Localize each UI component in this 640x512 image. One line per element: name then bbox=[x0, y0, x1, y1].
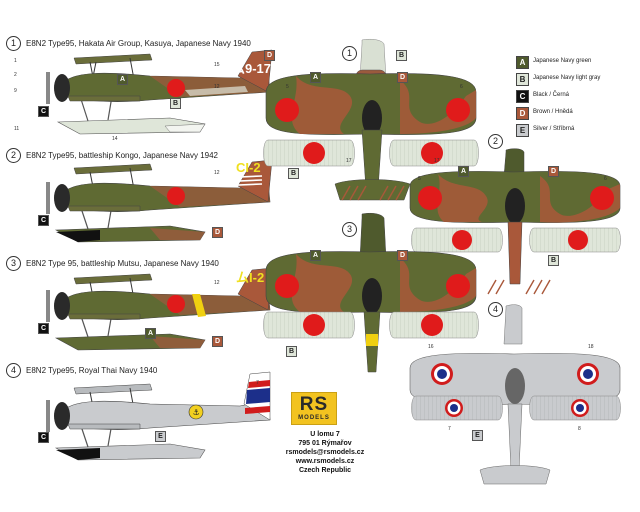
callout-tag: D bbox=[397, 72, 408, 83]
address-line: 795 01 Rýmařov bbox=[298, 440, 352, 447]
decal-number: 8 bbox=[578, 426, 581, 432]
legend-swatch: B bbox=[516, 73, 529, 86]
callout-tag: A bbox=[310, 72, 321, 83]
plan-view-1-lower-wings bbox=[263, 139, 479, 167]
decal-number: 17 bbox=[434, 158, 440, 164]
callout-tag: C bbox=[38, 323, 49, 334]
variant-3-title: E8N2 Type 95, battleship Mutsu, Japanese… bbox=[26, 259, 219, 268]
side-view-3: ムI-2 bbox=[46, 267, 273, 351]
decal-number: 5 bbox=[286, 84, 289, 90]
legend-label: Brown / Hnědá bbox=[533, 109, 573, 115]
callout-tag: A bbox=[145, 328, 156, 339]
decal-number: 9 bbox=[14, 88, 17, 94]
plan-view-4-number: 4 bbox=[488, 302, 503, 317]
decal-number: 15 bbox=[214, 62, 220, 68]
decal-number: 5 bbox=[418, 176, 421, 182]
address-line: Czech Republic bbox=[298, 467, 352, 474]
legend-label: Japanese Navy light gray bbox=[533, 75, 601, 81]
variant-3-number: 3 bbox=[6, 256, 21, 271]
callout-tag: B bbox=[288, 168, 299, 179]
decal-number: 7 bbox=[256, 380, 259, 386]
variant-4-number: 4 bbox=[6, 363, 21, 378]
legend-swatch: A bbox=[516, 56, 529, 69]
callout-tag: D bbox=[264, 50, 275, 61]
decal-number: 14 bbox=[112, 136, 118, 142]
variant-2-number: 2 bbox=[6, 148, 21, 163]
logo-subtext: MODELS bbox=[298, 415, 330, 421]
callout-tag: D bbox=[212, 336, 223, 347]
decal-number: 1 bbox=[14, 58, 17, 64]
legend-label: Silver / Stříbrná bbox=[533, 126, 575, 132]
decal-number: 12 bbox=[214, 280, 220, 286]
decal-number: 6 bbox=[604, 176, 607, 182]
callout-tag: D bbox=[212, 227, 223, 238]
variant-4-title: E8N2 Type95, Royal Thai Navy 1940 bbox=[26, 366, 158, 375]
decal-number: 11 bbox=[14, 126, 20, 132]
legend-label: Japanese Navy green bbox=[533, 58, 592, 64]
plan-view-2-number: 2 bbox=[488, 134, 503, 149]
fuselage-code-2: CI-2 bbox=[236, 160, 261, 175]
callout-tag: B bbox=[286, 346, 297, 357]
legend-label: Black / Černá bbox=[533, 92, 570, 98]
rs-models-logo: RS MODELS bbox=[291, 392, 337, 425]
decal-number: 12 bbox=[214, 170, 220, 176]
callout-tag: C bbox=[38, 432, 49, 443]
logo-text: RS bbox=[299, 394, 329, 415]
callout-tag: E bbox=[472, 430, 483, 441]
company-address: U lomu 7 795 01 Rýmařov rsmodels@rsmodel… bbox=[270, 430, 380, 475]
plan-view-4 bbox=[409, 304, 621, 485]
legend-swatch: E bbox=[516, 124, 529, 137]
callout-tag: A bbox=[117, 74, 128, 85]
side-view-1: ム9-17 bbox=[46, 49, 273, 135]
callout-tag: C bbox=[38, 215, 49, 226]
email-link[interactable]: rsmodels@rsmodels.cz bbox=[285, 449, 365, 456]
side-view-4: ⚓ bbox=[46, 371, 271, 461]
fuselage-code-3: ムI-2 bbox=[236, 270, 264, 285]
callout-tag: E bbox=[155, 431, 166, 442]
legend-swatch: D bbox=[516, 107, 529, 120]
plan-view-2 bbox=[409, 148, 621, 295]
anchor-emblem bbox=[188, 404, 204, 420]
callout-tag: B bbox=[396, 50, 407, 61]
callout-tag: C bbox=[38, 106, 49, 117]
hinomaru-side-1 bbox=[167, 79, 185, 97]
callout-tag: B bbox=[170, 98, 181, 109]
fuselage-code-1: ム9-17 bbox=[232, 61, 271, 76]
decal-number: 12 bbox=[214, 84, 220, 90]
callout-tag: B bbox=[548, 255, 559, 266]
plan-view-1 bbox=[265, 38, 477, 201]
side-view-2: CI-2 bbox=[46, 159, 273, 243]
callout-tag: A bbox=[458, 166, 469, 177]
variant-1-number: 1 bbox=[6, 36, 21, 51]
decal-number: 6 bbox=[460, 84, 463, 90]
variant-2-title: E8N2 Type95, battleship Kongo, Japanese … bbox=[26, 151, 218, 160]
decal-number: 18 bbox=[588, 344, 594, 350]
plan-view-1-number: 1 bbox=[342, 46, 357, 61]
variant-1-title: E8N2 Type95, Hakata Air Group, Kasuya, J… bbox=[26, 39, 251, 48]
svg-text:⚓: ⚓ bbox=[193, 408, 200, 417]
website-link[interactable]: www.rsmodels.cz bbox=[295, 458, 355, 465]
legend-swatch: C bbox=[516, 90, 529, 103]
decal-number: 7 bbox=[448, 426, 451, 432]
callout-tag: D bbox=[548, 166, 559, 177]
address-line: U lomu 7 bbox=[310, 431, 340, 438]
plan-view-3 bbox=[263, 212, 479, 373]
callout-tag: D bbox=[397, 250, 408, 261]
decal-number: 16 bbox=[428, 344, 434, 350]
decal-number: 2 bbox=[14, 72, 17, 78]
callout-tag: A bbox=[310, 250, 321, 261]
decal-number: 17 bbox=[346, 158, 352, 164]
plan-view-3-number: 3 bbox=[342, 222, 357, 237]
